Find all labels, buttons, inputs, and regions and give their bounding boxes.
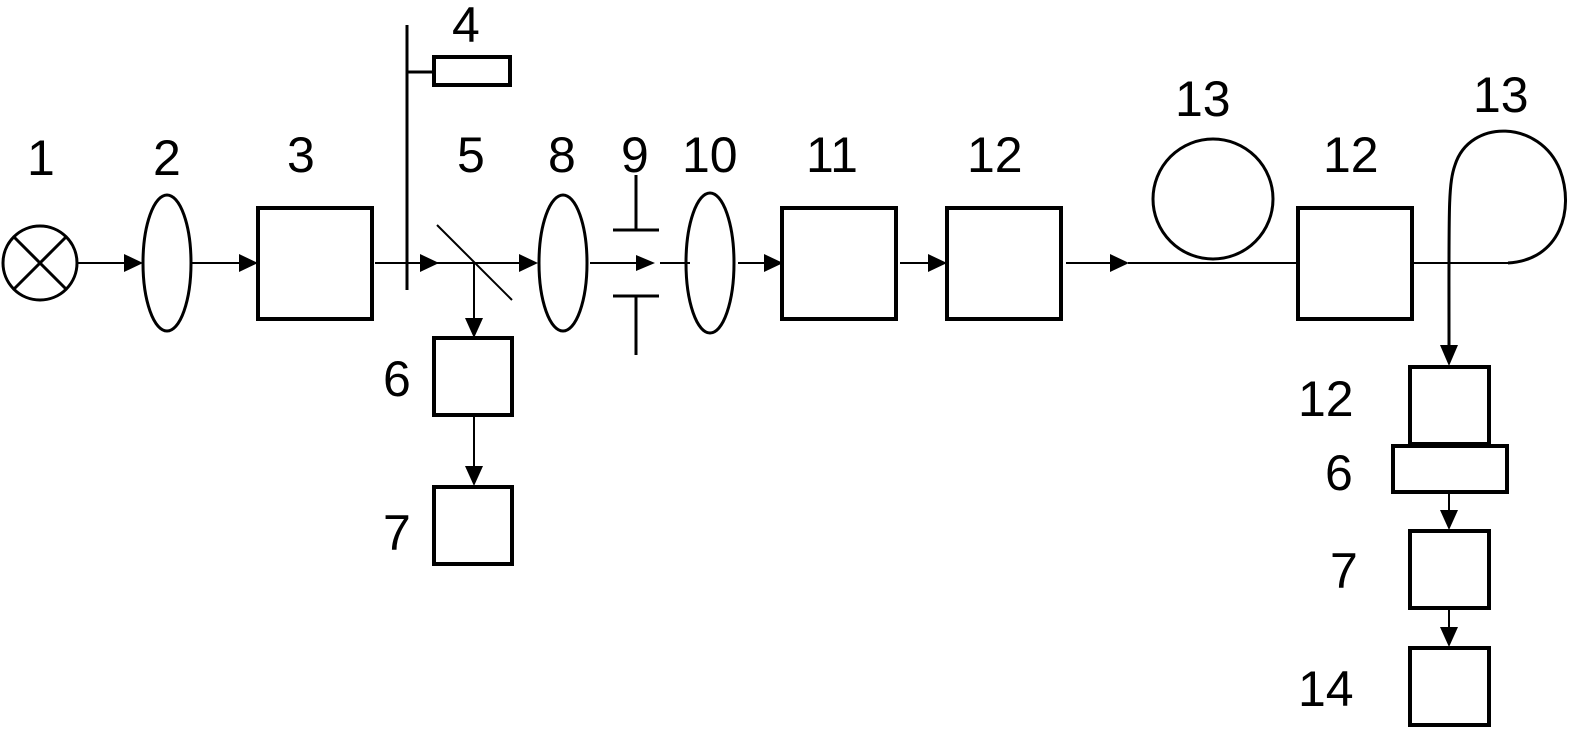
label-1: 1 [27, 130, 55, 186]
label-9: 9 [621, 127, 649, 183]
arrowhead [1440, 345, 1458, 366]
fiber-coil-13-left [1151, 137, 1275, 261]
block-4 [432, 55, 512, 87]
diaphragm-9 [613, 175, 659, 355]
arrowhead [1110, 254, 1129, 272]
fiber-loop-13-right [1447, 129, 1568, 346]
component-labels: 1 2 3 4 5 6 7 8 9 10 11 12 13 12 13 12 6… [27, 0, 1529, 717]
lens-2 [141, 193, 193, 333]
label-7-left: 7 [383, 505, 411, 561]
label-8: 8 [548, 127, 576, 183]
label-12-first: 12 [967, 127, 1023, 183]
label-6-left: 6 [383, 351, 411, 407]
arrowhead [420, 254, 439, 272]
lamp-source-icon [1, 224, 79, 302]
block-6-right [1391, 444, 1509, 494]
label-5: 5 [457, 127, 485, 183]
label-3: 3 [287, 127, 315, 183]
arrowhead [465, 466, 483, 486]
label-11: 11 [806, 127, 858, 183]
arrowhead [519, 254, 538, 272]
block-6-left [432, 336, 514, 417]
label-4: 4 [452, 0, 480, 53]
lens-8 [537, 193, 589, 333]
block-3 [256, 206, 374, 321]
block-7-left [432, 485, 514, 566]
arrowhead [636, 255, 655, 271]
arrowhead [465, 318, 483, 338]
block-11 [780, 206, 898, 321]
arrowhead [1440, 627, 1458, 647]
arrowhead [124, 254, 143, 272]
arrowhead [239, 254, 258, 272]
label-2: 2 [153, 130, 181, 186]
label-12-detector: 12 [1298, 371, 1354, 427]
arrowhead [928, 254, 947, 272]
block-12-detector [1408, 365, 1491, 446]
arrowhead [1440, 510, 1458, 530]
beam-splitter-mirror [436, 224, 513, 301]
beam-arrowheads [124, 254, 1129, 272]
label-13-right: 13 [1473, 67, 1529, 123]
label-10: 10 [682, 127, 738, 183]
block-12-first [945, 206, 1063, 321]
lens-10 [684, 191, 736, 335]
block-12-second [1296, 206, 1414, 321]
label-6-right: 6 [1325, 445, 1353, 501]
label-7-right: 7 [1330, 543, 1358, 599]
label-14: 14 [1298, 661, 1354, 717]
label-13-left: 13 [1175, 71, 1231, 127]
arrowhead [764, 254, 783, 272]
label-12-second: 12 [1323, 127, 1379, 183]
block-7-right [1408, 529, 1491, 610]
block-14 [1408, 646, 1491, 727]
